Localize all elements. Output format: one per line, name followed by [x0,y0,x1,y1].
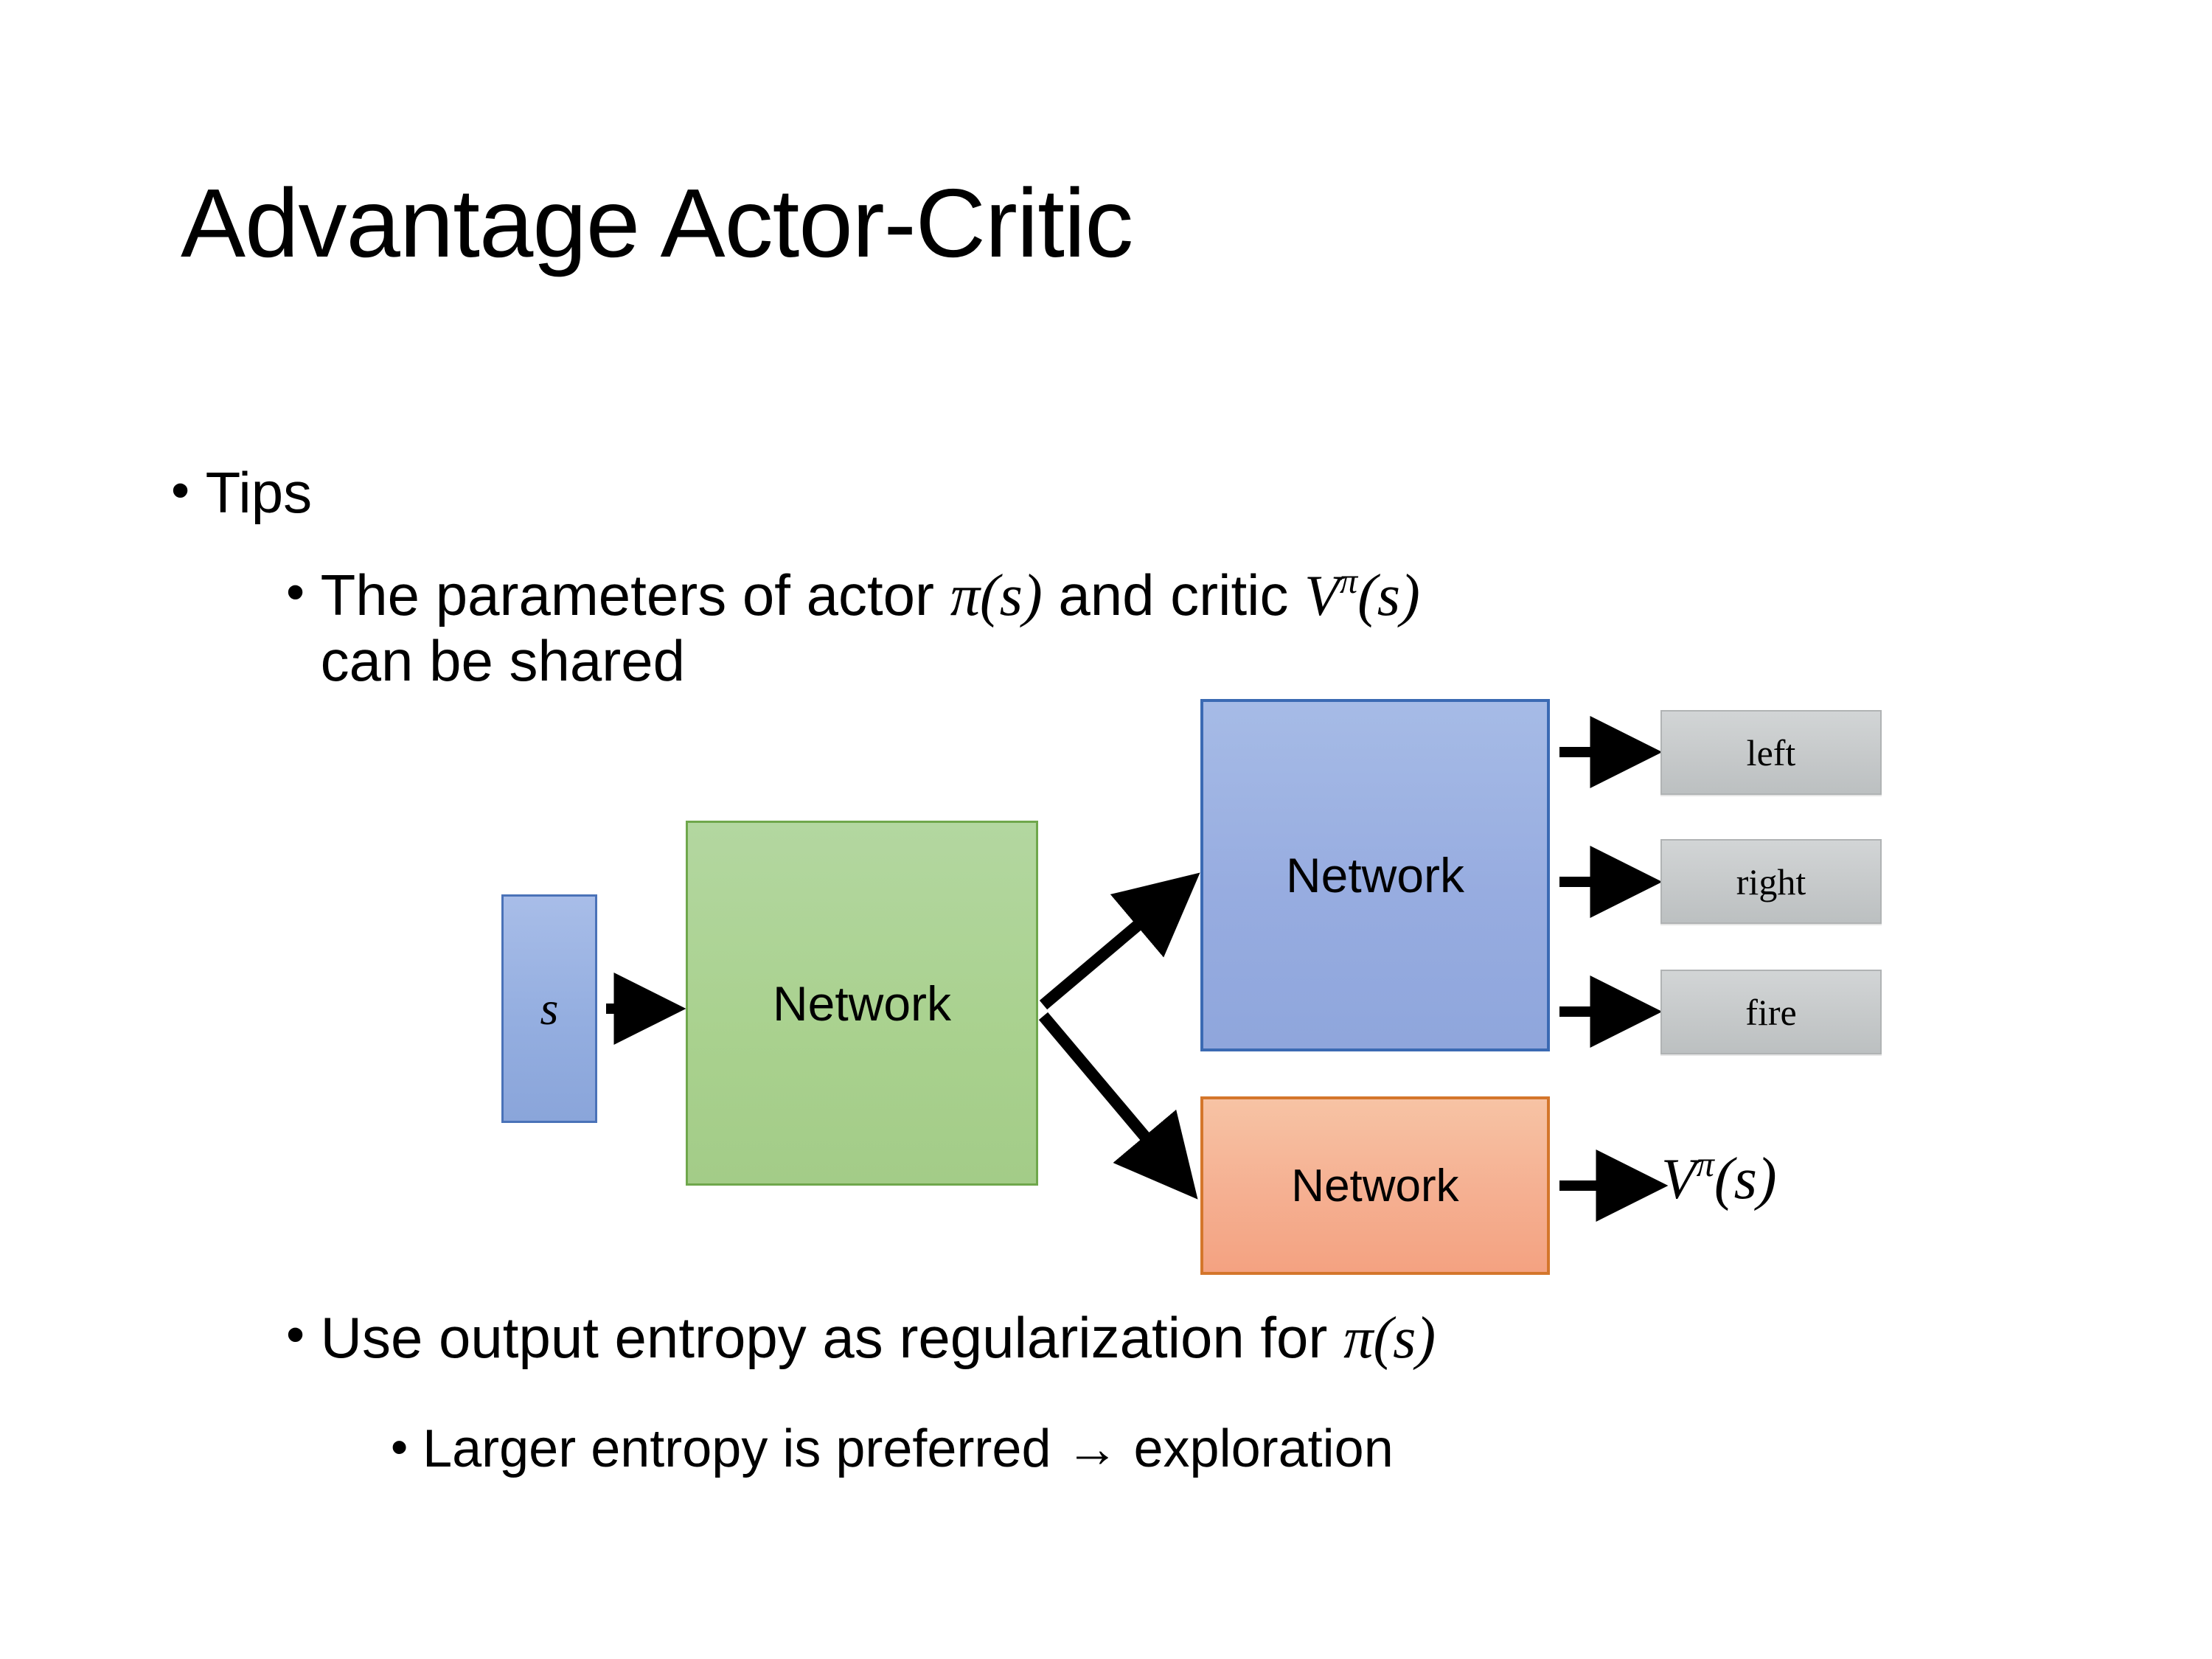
bullet-tips: • Tips [171,460,313,525]
critic-v-superscript: π [1339,562,1358,602]
shared-line2-text: can be shared [320,627,685,693]
action-box-right[interactable]: right [1660,839,1882,924]
bullet-dot-icon: • [286,563,305,622]
action-label-fire: fire [1745,991,1797,1033]
critic-output-base: V [1661,1147,1697,1211]
bullet-entropy-regularization: • Use output entropy as regularization f… [286,1305,1436,1371]
entropy-pre-text: Use output entropy as regularization for [320,1305,1344,1370]
bullet-entropy-text: Use output entropy as regularization for… [321,1305,1436,1371]
bullet-tips-label: Tips [205,460,313,525]
action-box-left[interactable]: left [1660,710,1882,795]
shared-network-box[interactable]: Network [686,821,1038,1186]
critic-network-box[interactable]: Network [1200,1096,1550,1275]
actor-network-box[interactable]: Network [1200,699,1550,1051]
bullet-shared-text: The parameters of actor π(s) and critic … [321,563,2115,693]
bullet-dot-icon: • [391,1419,408,1475]
critic-output-superscript: π [1696,1145,1714,1185]
action-label-left: left [1746,731,1796,773]
bullet-shared-parameters: • The parameters of actor π(s) and criti… [286,563,2115,693]
bullet-dot-icon: • [286,1305,305,1365]
critic-network-label: Network [1291,1160,1459,1211]
actor-network-label: Network [1285,848,1465,902]
shared-mid-text: and critic [1042,563,1305,627]
action-label-right: right [1736,860,1806,902]
shared-pre-text: The parameters of actor [320,563,950,627]
bullet-larger-entropy: • Larger entropy is preferred → explorat… [391,1419,1394,1479]
arrow-shared-to-actor [1039,872,1200,1010]
bullet-larger-label: Larger entropy is preferred → exploratio… [422,1419,1394,1478]
shared-network-label: Network [772,975,952,1031]
critic-v-symbol: V [1304,563,1340,627]
entropy-pi-symbol: π(s) [1343,1305,1436,1371]
critic-output-value: Vπ(s) [1661,1145,1777,1213]
actor-pi-symbol: π(s) [950,563,1043,628]
critic-v-argument: (s) [1357,563,1420,628]
state-input-label: s [540,982,559,1034]
state-input-box[interactable]: s [501,894,597,1123]
page-title: Advantage Actor-Critic [181,169,1133,277]
critic-output-argument: (s) [1714,1146,1777,1211]
arrow-shared-to-critic [1038,1012,1198,1200]
bullet-dot-icon: • [171,461,190,521]
action-box-fire[interactable]: fire [1660,970,1882,1054]
